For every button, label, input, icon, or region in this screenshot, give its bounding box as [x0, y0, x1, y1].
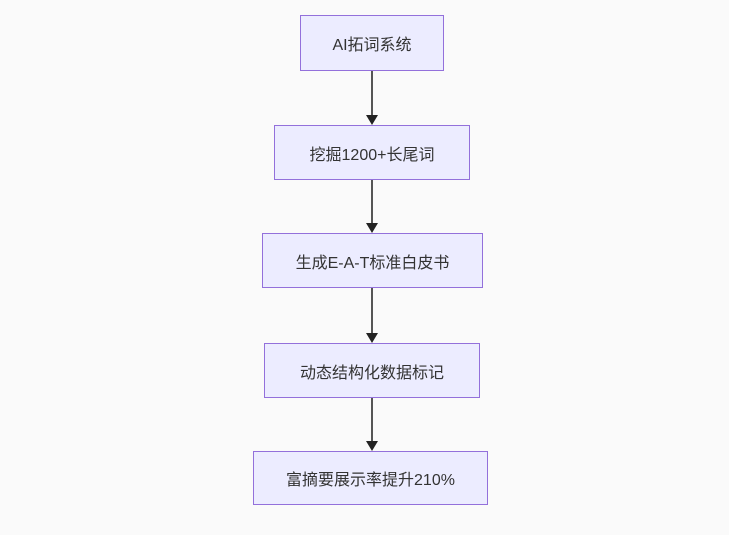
node-longtail-keyword-mining: 挖掘1200+长尾词 [274, 125, 470, 180]
node-label: 动态结构化数据标记 [299, 364, 444, 382]
node-label: 富摘要展示率提升210% [286, 472, 455, 489]
node-label: 挖掘1200+长尾词 [309, 146, 435, 164]
edge-n2-n3 [365, 180, 378, 233]
edge-line [370, 180, 373, 225]
edge-n1-n2 [365, 71, 378, 125]
arrowhead-down-icon [365, 441, 378, 451]
node-label: 生成E-A-T标准白皮书 [295, 254, 450, 272]
node-dynamic-structured-data-markup: 动态结构化数据标记 [264, 343, 480, 398]
arrowhead-down-icon [365, 333, 378, 343]
edge-line [370, 288, 373, 335]
node-ai-word-expansion-system: AI拓词系统 [300, 15, 444, 71]
node-label: AI拓词系统 [332, 37, 412, 54]
edge-n4-n5 [365, 398, 378, 451]
node-eat-whitepaper-generation: 生成E-A-T标准白皮书 [262, 233, 483, 288]
edge-n3-n4 [365, 288, 378, 343]
arrowhead-down-icon [365, 223, 378, 233]
arrowhead-down-icon [365, 115, 378, 125]
edge-line [370, 398, 373, 443]
edge-line [370, 71, 373, 117]
node-rich-snippet-rate-increase: 富摘要展示率提升210% [253, 451, 488, 505]
